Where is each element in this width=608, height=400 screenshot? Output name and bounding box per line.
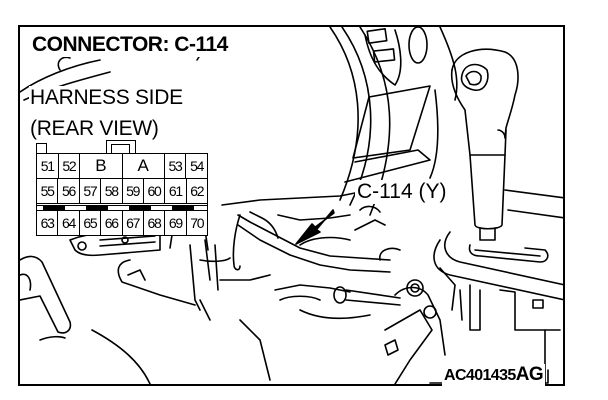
pin-cell: 51 <box>37 154 59 178</box>
pin-cell: B <box>80 154 123 178</box>
lower-mechanism <box>379 247 463 384</box>
figure-id-suffix: AG <box>515 364 544 385</box>
center-console <box>433 189 563 384</box>
pin-cell: 64 <box>58 211 80 235</box>
view-direction-label: (REAR VIEW) <box>29 117 160 141</box>
pin-cell: 66 <box>101 211 123 235</box>
pin-cell: 61 <box>165 179 187 203</box>
pin-cell: 53 <box>165 154 187 178</box>
pin-cell: 62 <box>190 183 204 199</box>
lower-left-panel <box>20 229 211 384</box>
separator-bar <box>43 205 65 210</box>
pin-cell: 69 <box>165 211 187 235</box>
pin-cell: 56 <box>58 179 80 203</box>
pin-cell: 57 <box>80 179 102 203</box>
pin-cell: 63 <box>37 211 59 235</box>
figure-id: AC401435AG <box>442 364 546 386</box>
harness-and-brackets <box>199 187 401 381</box>
connector-location-arrow <box>295 209 335 245</box>
pin-cell: 58 <box>101 179 123 203</box>
separator-bar <box>129 205 151 210</box>
pin-cell: 52 <box>59 154 81 178</box>
pin-cell: 54 <box>190 158 204 174</box>
connector-title: CONNECTOR: C-114 <box>31 33 229 57</box>
pin-cell: 60 <box>144 179 166 203</box>
separator-bar <box>172 205 194 210</box>
pin-cell: 68 <box>144 211 166 235</box>
connector-key-tab <box>36 143 47 154</box>
connector-callout-label: C-114 (Y) <box>355 180 449 204</box>
view-side-label: HARNESS SIDE <box>29 86 184 110</box>
connector-latch <box>106 140 136 155</box>
pin-cell: 70 <box>190 215 204 231</box>
separator-bar <box>86 205 108 210</box>
pin-cell: 65 <box>80 211 102 235</box>
pin-cell: 67 <box>123 211 144 235</box>
pin-cell: 55 <box>37 179 59 203</box>
pin-cell: 59 <box>123 179 144 203</box>
figure-id-number: AC401435 <box>444 367 516 384</box>
pin-cell: A <box>123 154 165 178</box>
connector-separator-bars <box>37 204 207 211</box>
shift-lever <box>450 48 519 241</box>
